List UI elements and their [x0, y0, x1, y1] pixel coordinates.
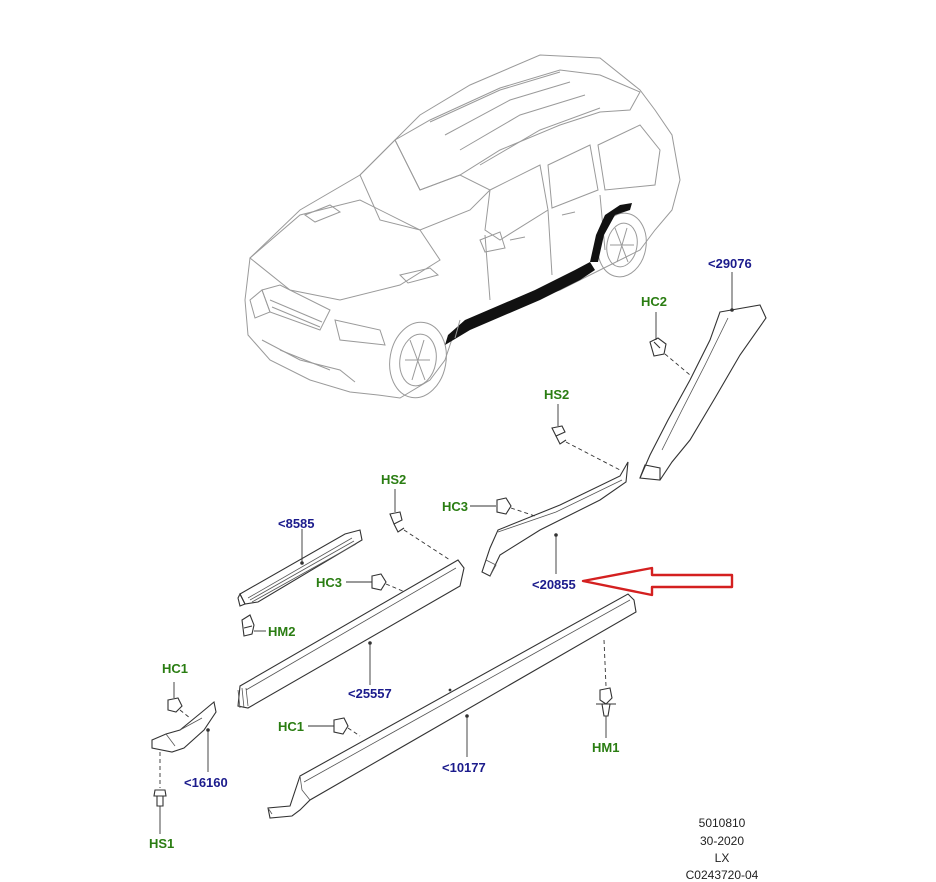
label-fastener-hc1-left: HC1: [162, 661, 188, 676]
fastener-hc1-left: [167, 682, 191, 719]
info-line-3: LX: [715, 851, 730, 865]
part-20855-door-moulding: [481, 461, 629, 577]
label-fastener-hc3-lower: HC3: [316, 575, 342, 590]
label-part-25557: <25557: [348, 686, 392, 701]
part-8585-tread-plate: [237, 529, 363, 607]
label-fastener-hc1-bottom: HC1: [278, 719, 304, 734]
label-part-16160: <16160: [184, 775, 228, 790]
part-29076-arch-moulding: [639, 272, 767, 481]
label-fastener-hs2-top: HS2: [544, 387, 569, 402]
vehicle-illustration: [244, 54, 681, 399]
highlight-arrow-icon: [581, 566, 734, 597]
label-part-8585: <8585: [278, 516, 315, 531]
info-line-4: C0243720-04: [686, 868, 759, 882]
fastener-hc3-lower: [346, 573, 406, 593]
info-line-1: 5010810: [699, 816, 746, 830]
fastener-hc1-bottom: [308, 717, 361, 737]
label-part-20855: <20855: [532, 577, 576, 592]
label-fastener-hc2: HC2: [641, 294, 667, 309]
fastener-hs2-mid: [389, 489, 451, 561]
fastener-hm2: [241, 614, 266, 637]
label-fastener-hm1: HM1: [592, 740, 619, 755]
part-16160-fender-extension: [151, 700, 217, 772]
part-10177-sill-moulding: [267, 593, 637, 819]
drawing-info-block: 5010810 30-2020 LX C0243720-04: [686, 816, 759, 882]
fastener-hc3-upper: [470, 497, 536, 517]
label-fastener-hm2: HM2: [268, 624, 295, 639]
fastener-hs2-top: [551, 404, 621, 471]
label-part-29076: <29076: [708, 256, 752, 271]
label-fastener-hs1: HS1: [149, 836, 174, 851]
fastener-hm1: [596, 639, 616, 738]
label-part-10177: <10177: [442, 760, 486, 775]
label-fastener-hc3-upper: HC3: [442, 499, 468, 514]
fastener-hs1: [153, 752, 167, 834]
fastener-hc2: [649, 312, 691, 376]
info-line-2: 30-2020: [700, 834, 744, 848]
part-25557-front-door-moulding: [237, 559, 465, 709]
label-fastener-hs2-mid: HS2: [381, 472, 406, 487]
